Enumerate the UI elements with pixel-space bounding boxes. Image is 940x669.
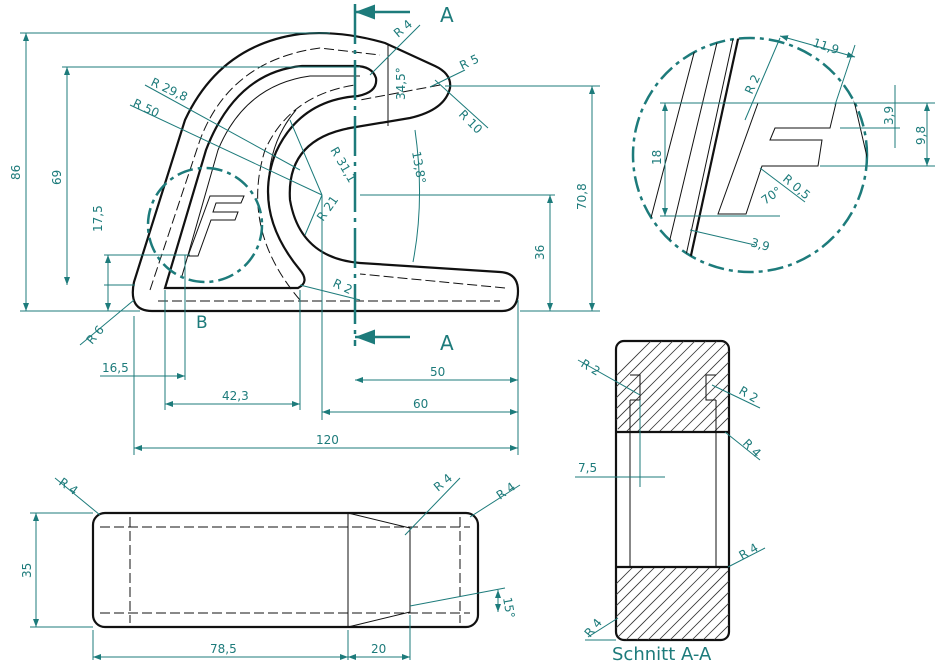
- hatch-line: [616, 567, 689, 640]
- hatch-line: [724, 341, 729, 432]
- hatch-line: [691, 341, 729, 432]
- section-view: R 2 R 2 R 4 7,5 R 4 R 4 Schnitt A-A: [575, 339, 882, 665]
- dim-r6: R 6: [84, 323, 107, 347]
- dim-69: 69: [50, 170, 64, 185]
- hatch-line: [713, 567, 729, 640]
- section-dim-r4-upper: R 4: [740, 436, 764, 460]
- dim-16-5: 16,5: [102, 361, 129, 375]
- hatch-line: [616, 341, 674, 432]
- dim-50: 50: [430, 365, 445, 379]
- hatch-line: [780, 567, 853, 640]
- hatch-line: [616, 567, 645, 640]
- dim-r4-top: R 4: [391, 17, 415, 40]
- dim-r50: R 50: [131, 96, 162, 120]
- hatch-line: [769, 567, 842, 640]
- dim-70-8: 70,8: [575, 183, 589, 210]
- hatch-line: [647, 567, 722, 640]
- hatch-line: [616, 341, 707, 432]
- hatch-line: [616, 567, 678, 640]
- bottom-view: R 4 R 4 R 4 35 15° 78,5 20: [20, 471, 521, 660]
- hatch-line: [616, 341, 685, 432]
- dim-r5: R 5: [457, 52, 481, 73]
- hatch-line: [747, 567, 820, 640]
- bottom-dim-r4-left: R 4: [56, 475, 80, 498]
- detail-dim-9-8: 9,8: [914, 126, 928, 145]
- section-title: Schnitt A-A: [612, 644, 712, 665]
- section-dim-r2-right: R 2: [737, 383, 761, 405]
- detail-dim-3-9-bottom: 3,9: [749, 235, 771, 253]
- section-mark-bottom: A: [440, 331, 454, 355]
- section-dim-r4-bottom: R 4: [582, 616, 605, 640]
- hatch-line: [647, 341, 729, 432]
- bottom-dim-78-5: 78,5: [210, 642, 237, 656]
- dim-r21: R 21: [314, 193, 341, 223]
- hatch-line: [616, 341, 663, 432]
- detail-angle-70: 70°: [759, 184, 784, 208]
- main-view: A A B R 4 R 5 R 10 R 29,8 R 50 R 31,1 R …: [9, 3, 600, 455]
- dim-120: 120: [316, 433, 339, 447]
- hatch-line: [669, 567, 729, 640]
- dim-17-5: 17,5: [91, 205, 105, 232]
- section-dim-7-5: 7,5: [578, 461, 597, 475]
- dim-86: 86: [9, 165, 23, 180]
- hatch-line: [691, 567, 729, 640]
- hatch-line: [625, 567, 700, 640]
- dim-36: 36: [533, 245, 547, 260]
- part-outline: [131, 31, 520, 313]
- dim-60: 60: [413, 397, 428, 411]
- detail-mark-b: B: [196, 313, 208, 333]
- hatch-line: [780, 341, 871, 432]
- hatch-line: [636, 341, 729, 432]
- bottom-dim-20: 20: [371, 642, 386, 656]
- angle-34-5: 34,5°: [394, 67, 408, 100]
- hatch-line: [658, 341, 729, 432]
- section-dim-r2-left: R 2: [579, 356, 603, 378]
- hatch-line: [791, 341, 882, 432]
- angle-13-8: 13,8°: [409, 150, 428, 185]
- hatch-line: [769, 341, 860, 432]
- f-logo: [187, 195, 245, 257]
- dim-r29-8: R 29,8: [149, 75, 190, 104]
- hatch-line: [747, 341, 838, 432]
- dim-42-3: 42,3: [222, 389, 249, 403]
- hatch-line: [680, 567, 729, 640]
- hatch-line: [724, 567, 729, 640]
- detail-dim-18: 18: [650, 150, 664, 165]
- section-mark-top: A: [440, 3, 454, 27]
- hatch-line: [702, 341, 729, 432]
- hatch-line: [625, 341, 718, 432]
- hatch-line: [680, 341, 729, 432]
- detail-dim-r2: R 2: [742, 72, 763, 96]
- hatch-line: [736, 567, 809, 640]
- dim-r10: R 10: [456, 107, 485, 136]
- hatch-line: [616, 341, 652, 432]
- hatch-line: [616, 341, 696, 432]
- hatch-line: [658, 567, 729, 640]
- hatch-line: [758, 567, 831, 640]
- bottom-dim-r4-mid: R 4: [431, 471, 455, 494]
- detail-dim-3-9-right: 3,9: [882, 106, 896, 125]
- detail-circle-b: [146, 166, 264, 284]
- hatch-line: [791, 567, 864, 640]
- hatch-line: [758, 341, 849, 432]
- bottom-angle-15: 15°: [500, 596, 517, 619]
- detail-dim-11-9: 11,9: [811, 36, 841, 58]
- section-dim-r4-lower: R 4: [737, 541, 761, 563]
- hatch-line: [616, 567, 667, 640]
- detail-f-logo: [717, 102, 837, 215]
- hook-window: [163, 64, 378, 290]
- hatch-line: [702, 567, 729, 640]
- detail-view: 11,9 R 2 3,9 9,8 18 R 0,5 70° 3,9: [631, 35, 935, 274]
- hatch-line: [636, 567, 711, 640]
- bottom-dim-35: 35: [20, 563, 34, 578]
- hatch-line: [616, 567, 656, 640]
- hatch-line: [713, 341, 729, 432]
- hatch-line: [616, 567, 634, 640]
